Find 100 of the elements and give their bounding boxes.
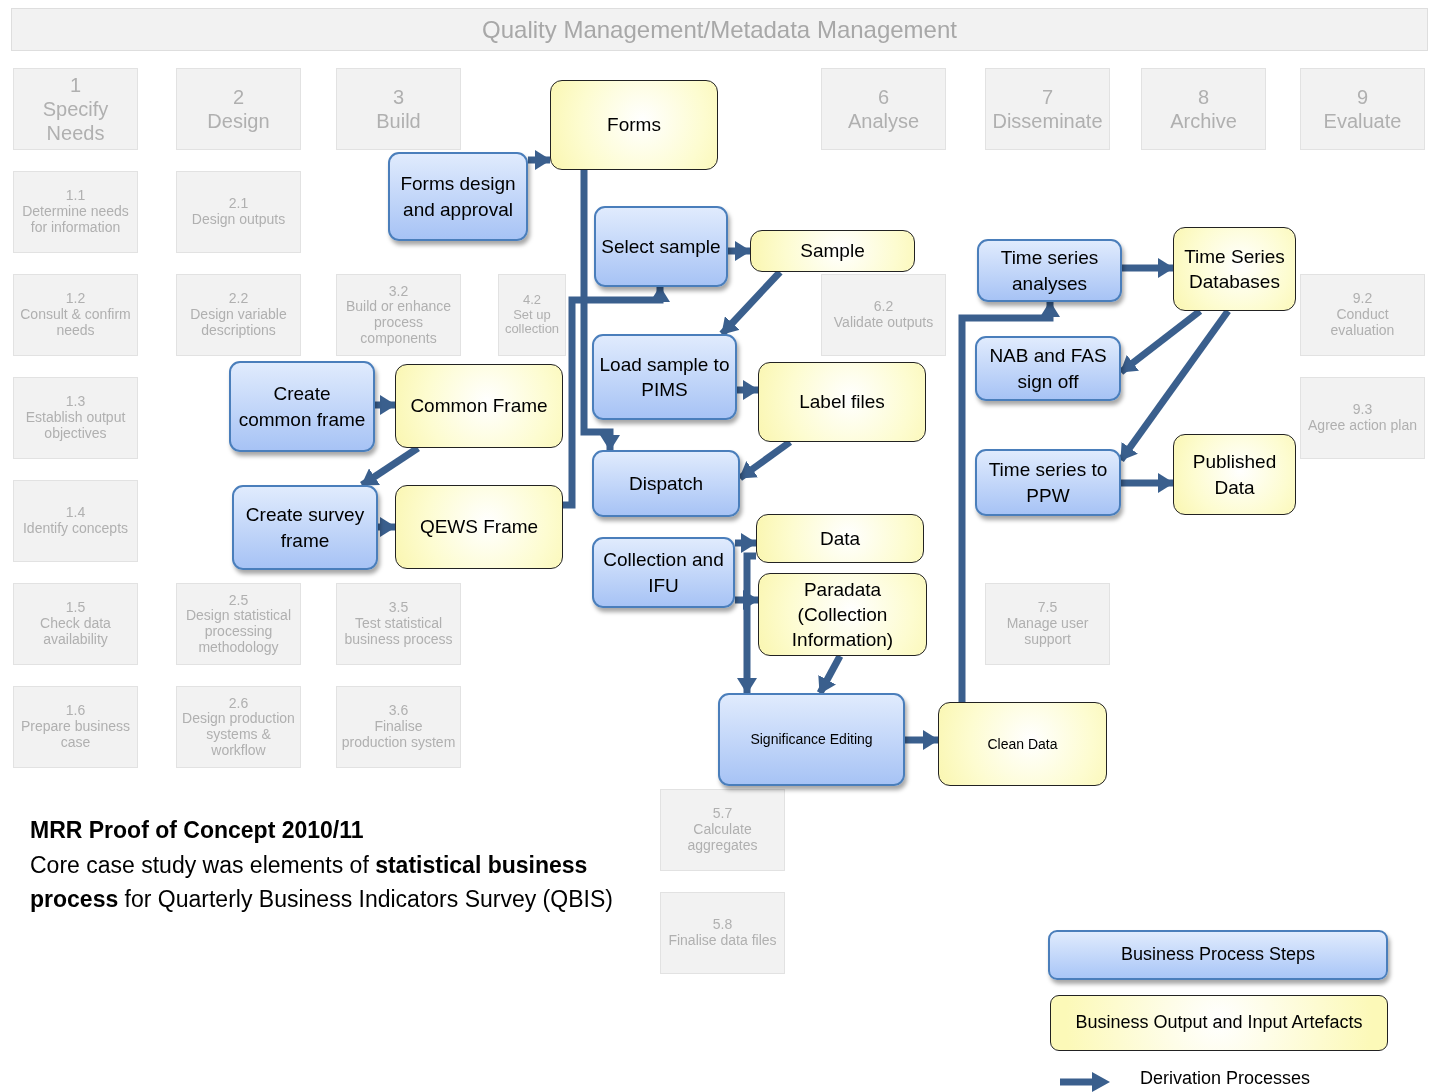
artefact-label: Common Frame (410, 394, 548, 419)
step-label: Conduct evaluation (1329, 307, 1396, 339)
phase-box (1300, 68, 1425, 150)
step-number: 1.1 (65, 188, 86, 205)
artefact-box (758, 573, 927, 656)
derivation-arrow (563, 286, 670, 509)
step-label: Establish output objectives (24, 410, 127, 442)
step-label: Agree action plan (1308, 418, 1417, 434)
step-number: 5.8 (712, 917, 733, 933)
step-number: 3.5 (388, 600, 409, 617)
step-number: 2.5 (228, 592, 249, 609)
step-label: Archive (1170, 109, 1237, 133)
process-box (977, 239, 1122, 302)
step-number: 9 (1356, 85, 1369, 109)
step-label: Design variable descriptions (189, 307, 288, 339)
sub-process-box (13, 171, 138, 253)
step-number: 9.3 (1352, 402, 1373, 418)
artefact-label: Published Data (1191, 450, 1278, 500)
process-label: Collection and IFU (602, 548, 725, 598)
process-box (975, 336, 1121, 401)
process-box (592, 334, 737, 420)
step-label: Design statistical processing methodology (184, 608, 292, 656)
derivation-arrow (737, 439, 793, 481)
sub-process-box (13, 480, 138, 562)
artefact-label: Time Series Databases (1183, 244, 1286, 294)
quality-management-band (11, 8, 1428, 51)
legend-label: Business Process Steps (1120, 943, 1316, 967)
derivation-arrow (735, 533, 757, 553)
sub-process-box (13, 583, 138, 665)
step-number: 2.6 (228, 695, 249, 712)
legend-label: Derivation Processes (1140, 1068, 1311, 1089)
legend-label: Business Output and Input Artefacts (1075, 1011, 1363, 1035)
process-box (388, 152, 528, 241)
derivation-arrow (378, 517, 396, 537)
step-label: Consult & confirm needs (19, 307, 132, 339)
sub-process-box (176, 274, 301, 356)
process-label: Create survey frame (244, 503, 366, 553)
step-number: 6.2 (873, 299, 894, 315)
process-label: Select sample (601, 234, 721, 259)
artefact-label: Forms (607, 113, 661, 138)
step-label: Build or enhance process components (344, 299, 453, 347)
sub-process-box (336, 274, 461, 356)
step-number: 7 (1041, 85, 1054, 109)
step-label: Specify Needs (41, 97, 110, 145)
sub-process-box (1300, 274, 1425, 356)
step-label: Evaluate (1323, 109, 1402, 133)
artefact-box (395, 485, 563, 569)
step-number: 4.2 (522, 293, 542, 308)
step-label: Finalise production system (340, 719, 457, 751)
artefact-label: Clean Data (987, 734, 1058, 754)
derivation-arrow (375, 395, 396, 415)
step-number: 8 (1197, 85, 1210, 109)
artefact-box (750, 230, 915, 272)
sub-process-box (13, 377, 138, 459)
derivation-arrow (737, 380, 759, 400)
derivation-arrow (528, 150, 551, 170)
step-number: 1.4 (65, 505, 86, 521)
sub-process-box (498, 274, 566, 356)
step-number: 3.2 (388, 283, 409, 300)
step-number: 7.5 (1037, 600, 1058, 617)
phase-box (13, 68, 138, 150)
derivation-arrow (728, 241, 751, 261)
step-number: 1.2 (65, 291, 86, 308)
sub-process-box (336, 686, 461, 768)
sub-process-box (176, 583, 301, 665)
process-label: Load sample to PIMS (598, 352, 731, 402)
step-number: 2.1 (228, 196, 249, 212)
step-label: Design production systems & workflow (181, 711, 296, 759)
step-number: 1.3 (65, 394, 86, 411)
step-label: Validate outputs (833, 315, 934, 331)
process-box (229, 361, 375, 452)
step-number: 9.2 (1352, 291, 1373, 308)
step-label: Finalise data files (668, 933, 777, 949)
derivation-arrow (816, 654, 844, 695)
sub-process-box (176, 686, 301, 768)
step-label: Design (207, 109, 270, 133)
sub-process-box (660, 789, 785, 871)
artefact-label: QEWS Frame (419, 515, 539, 540)
step-number: 1 (69, 73, 82, 97)
derivation-arrow (737, 552, 757, 694)
phase-box (821, 68, 946, 150)
artefact-box (758, 362, 926, 442)
process-label: Dispatch (629, 471, 703, 496)
band-label: Quality Management/Metadata Management (482, 15, 957, 44)
process-label: Significance Editing (750, 730, 873, 749)
step-label: Disseminate (992, 109, 1103, 133)
step-number: 3 (392, 85, 405, 109)
step-number: 2.2 (228, 291, 249, 308)
step-label: Identify concepts (22, 521, 129, 537)
step-number: 1.6 (65, 703, 86, 720)
artefact-box (938, 702, 1107, 786)
artefact-label: Sample (800, 239, 865, 264)
step-label: Design outputs (191, 212, 286, 228)
artefact-box (395, 364, 563, 448)
artefact-box (550, 80, 718, 170)
phase-box (1141, 68, 1266, 150)
step-label: Set up collection (503, 307, 561, 337)
sub-process-box (336, 583, 461, 665)
derivation-arrow (580, 170, 620, 451)
phase-box (176, 68, 301, 150)
